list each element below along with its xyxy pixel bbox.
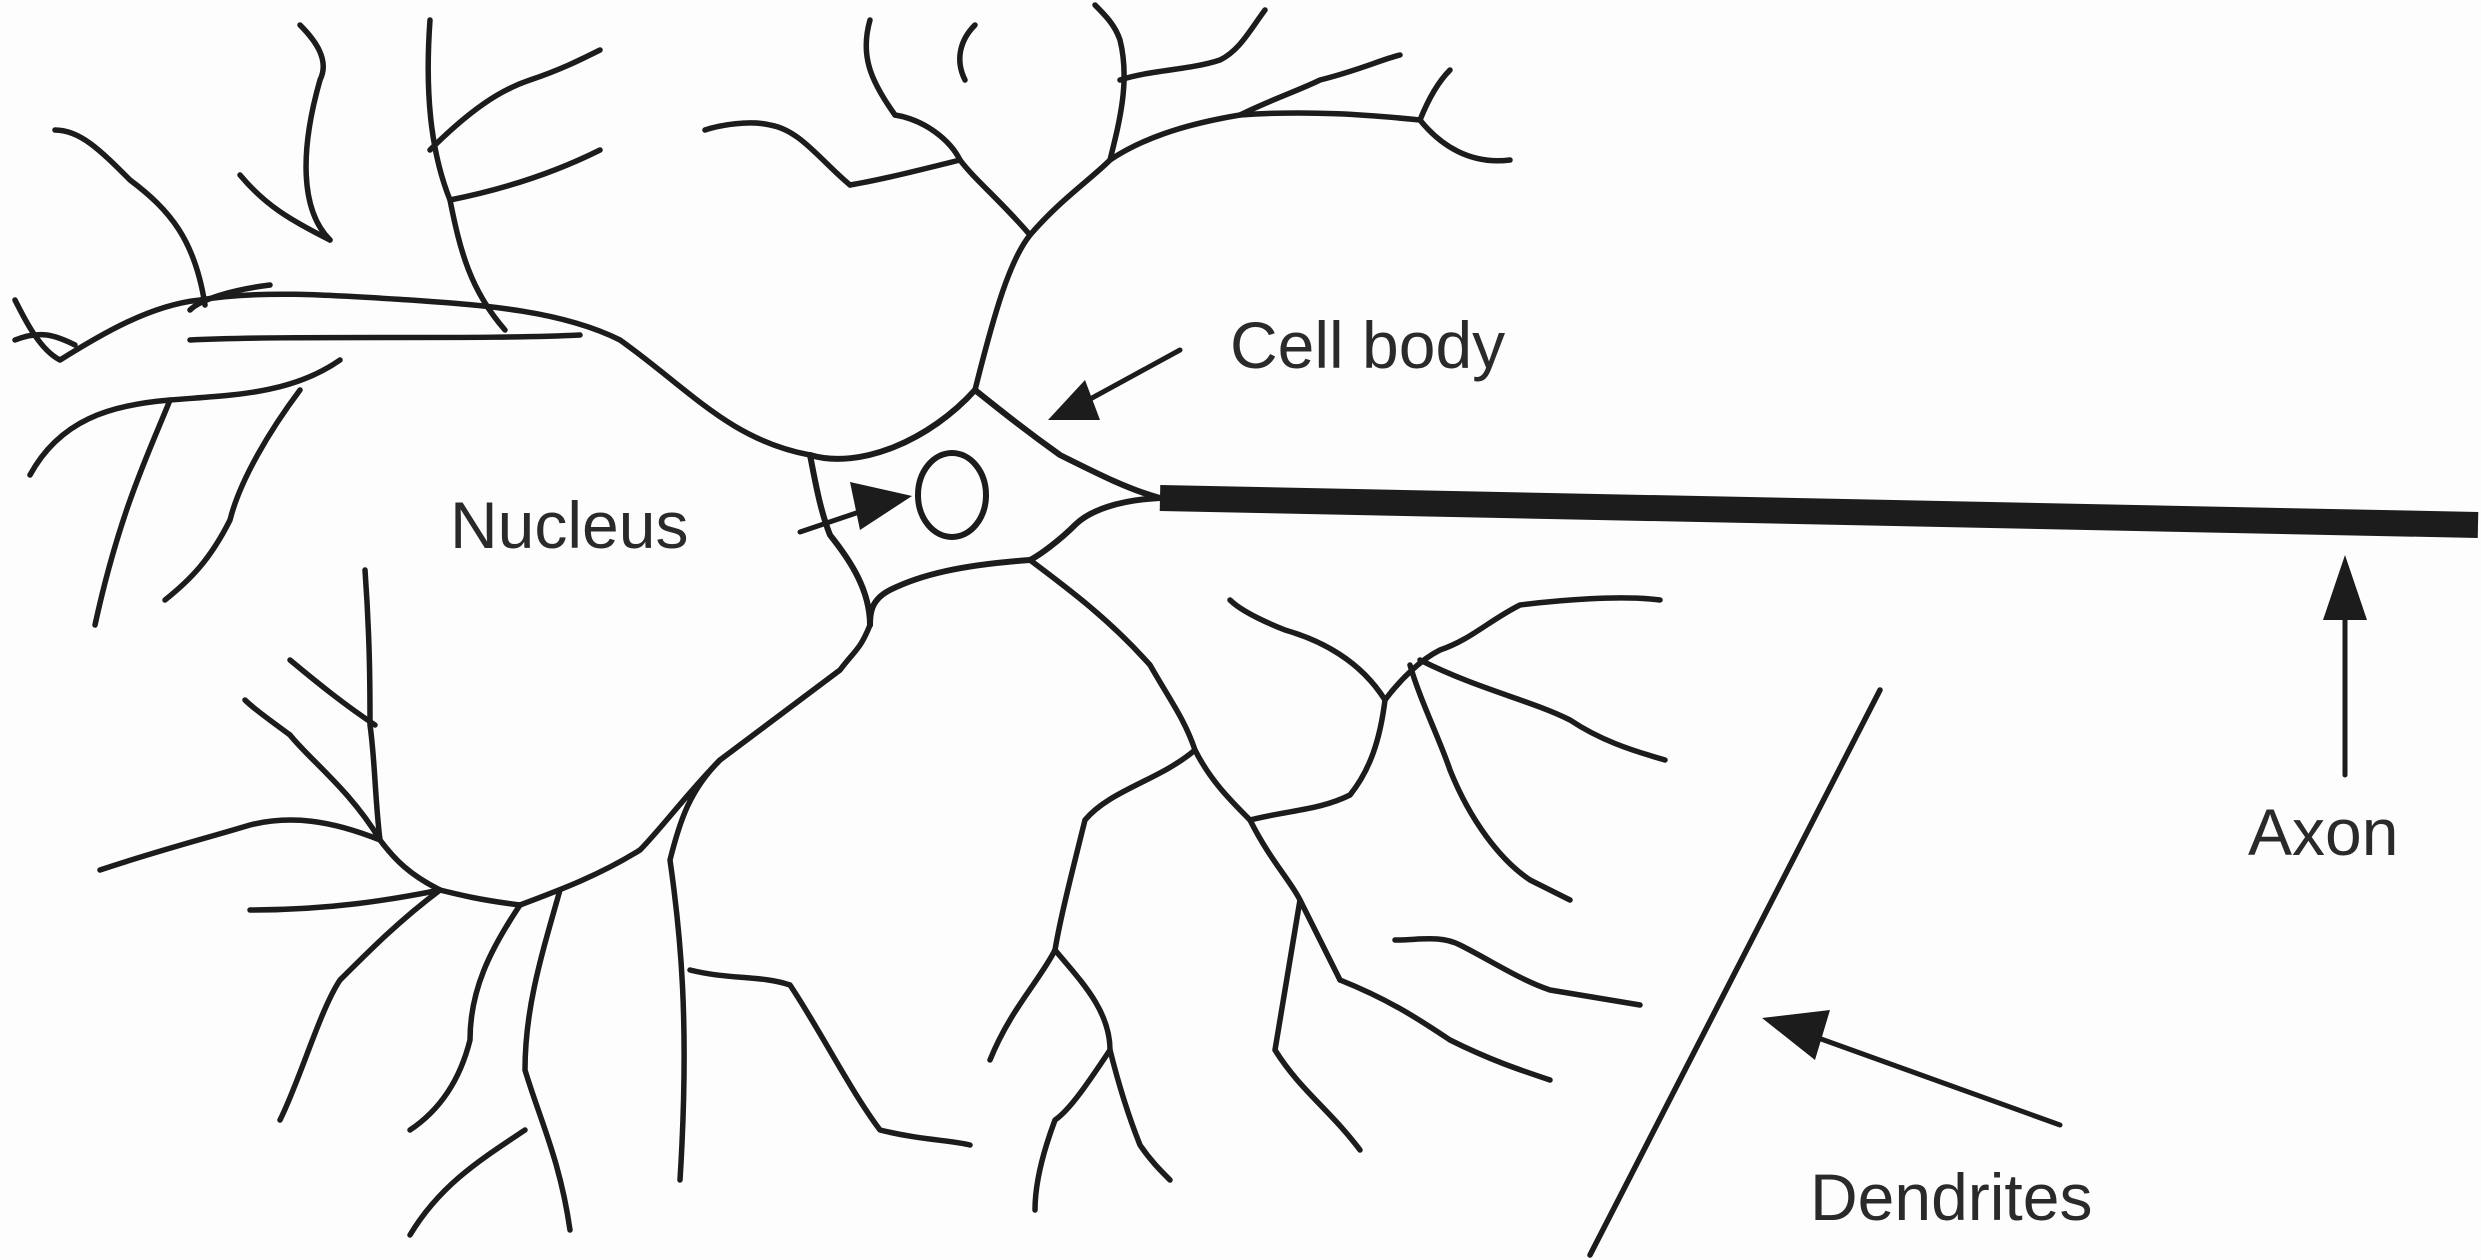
cell-body-arrow [1048,350,1180,420]
dendrites-lower-right [990,560,1665,1210]
cell-body-label: Cell body [1230,308,1505,382]
nucleus-shape [918,453,986,537]
axon-label: Axon [2248,795,2398,869]
dendrites-upper-left [15,20,810,625]
dendrites-lower-left [100,570,970,1235]
axon-line [1160,498,2478,525]
pointer-arrows [800,350,2367,1125]
dendrites-label: Dendrites [1810,1160,2092,1234]
axon-arrow [2323,555,2367,775]
dendrites-arrow [1762,1010,2060,1125]
nucleus-label: Nucleus [450,488,688,562]
